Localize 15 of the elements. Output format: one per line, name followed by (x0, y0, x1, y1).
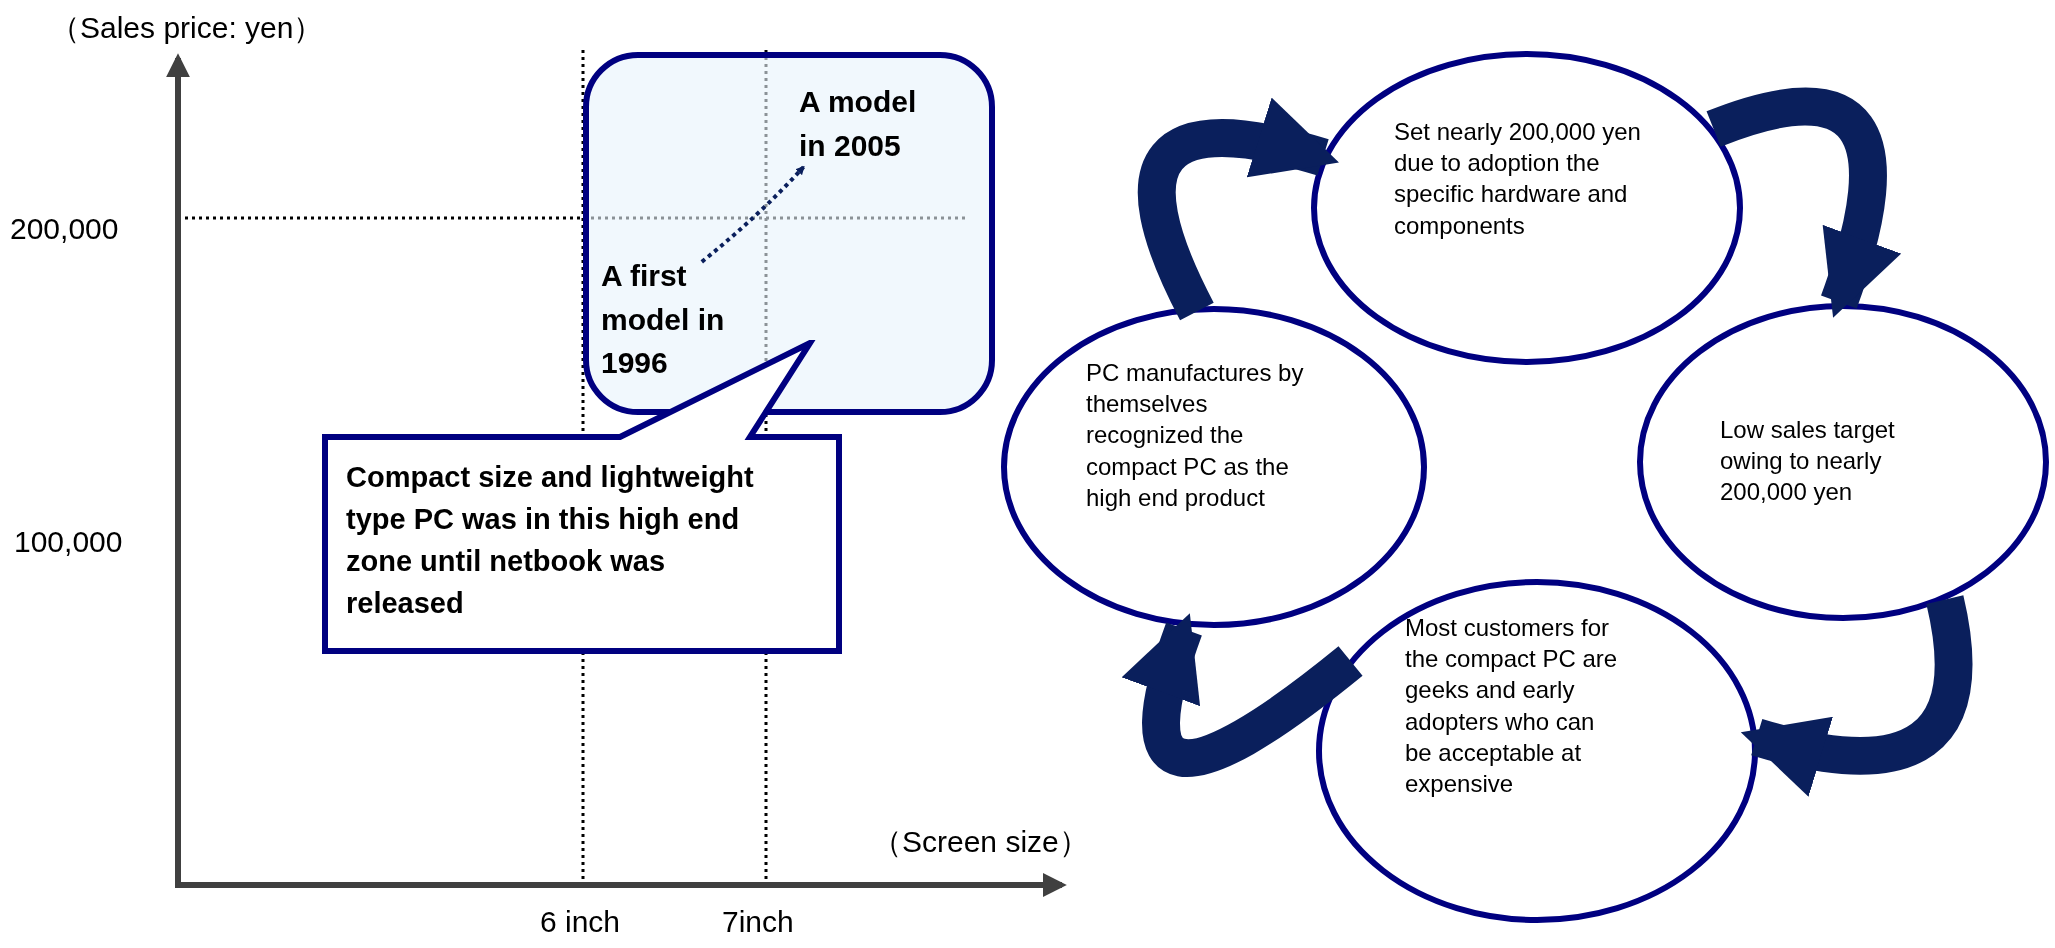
model-label: A model in 2005 (799, 80, 949, 167)
tick-label: 100,000 (14, 525, 123, 559)
axis-title: （Screen size） (872, 824, 1089, 860)
tick-label: 7inch (722, 905, 794, 939)
cycle-step-text: Set nearly 200,000 yen due to adoption the specific hardware and components (1394, 117, 1642, 241)
dotted-arrow (700, 165, 805, 264)
cycle-step-text: Low sales target owing to nearly 200,000 yen (1720, 415, 1896, 508)
callout-text: Compact size and lightweight type PC was in this high end zone until netbook was released (346, 460, 755, 622)
tick-label: 200,000 (10, 212, 119, 246)
model-label: A first model in 1996 (601, 254, 741, 385)
cycle-step-text: Most customers for the compact PC are geeks and early adopters who can be acceptable at expensive (1405, 613, 1619, 799)
axis-title: （Sales price: yen） (50, 10, 324, 46)
cycle-step-text: PC manufactures by themselves recognized the compact PC as the high end product (1086, 358, 1305, 513)
highlight-zone (583, 52, 995, 415)
tick-label: 6 inch (540, 905, 621, 939)
